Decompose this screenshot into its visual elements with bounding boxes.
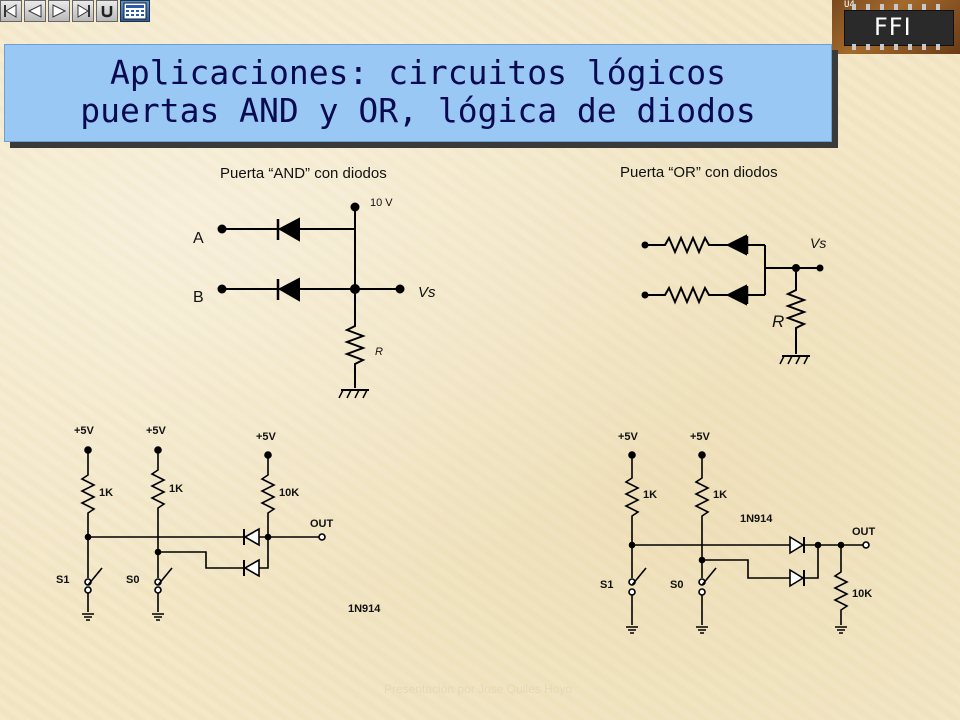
footer-credit: Presentación por Jose Quiles Hoyo — [384, 682, 573, 696]
calculator-button[interactable] — [120, 0, 150, 22]
or-gate-caption: Puerta “OR” con diodos — [620, 164, 778, 181]
return-button[interactable] — [96, 0, 118, 22]
or-gate-diagram — [641, 234, 824, 365]
or-circuit-supply-1: +5V — [618, 431, 639, 443]
and-gate-caption: Puerta “AND” con diodos — [220, 165, 387, 182]
last-slide-icon — [77, 4, 90, 18]
title-banner: Aplicaciones: circuitos lógicos puertas … — [4, 44, 832, 142]
slide-navigation-bar — [0, 0, 150, 24]
next-slide-button[interactable] — [48, 0, 70, 22]
or-circuit-supply-2: +5V — [690, 431, 711, 443]
or-circuit-s0: S0 — [670, 579, 683, 591]
and-circuit-diode: 1N914 — [348, 603, 381, 615]
or-circuit-out: OUT — [852, 526, 876, 538]
and-circuit-r2: 1K — [169, 483, 183, 495]
previous-slide-button[interactable] — [24, 0, 46, 22]
chip-image — [844, 10, 954, 46]
logo-text: FFI — [874, 13, 912, 41]
or-circuit-r3: 10K — [852, 588, 872, 600]
and-circuit-supply-3: +5V — [256, 431, 277, 443]
slide-title-line-1: Aplicaciones: circuitos lógicos — [110, 53, 726, 92]
and-resistor-label: R — [375, 346, 383, 358]
and-practical-circuit — [80, 446, 326, 621]
arrow-left-icon — [27, 4, 42, 18]
and-circuit-out: OUT — [310, 518, 334, 530]
and-circuit-r3: 10K — [279, 487, 299, 499]
last-slide-button[interactable] — [72, 0, 94, 22]
and-gate-diagram — [217, 202, 405, 399]
or-circuit-r1: 1K — [643, 489, 657, 501]
and-circuit-supply-2: +5V — [146, 425, 167, 437]
and-circuit-s0: S0 — [126, 574, 139, 586]
chip-label: U4 — [844, 0, 855, 10]
or-circuit-diode: 1N914 — [740, 513, 773, 525]
arrow-right-icon — [52, 4, 67, 18]
and-circuit-r1: 1K — [99, 487, 113, 499]
and-circuit-supply-1: +5V — [74, 425, 95, 437]
slide-title-line-2: puertas AND y OR, lógica de diodos — [80, 91, 756, 130]
or-circuit-r2: 1K — [713, 489, 727, 501]
first-slide-button[interactable] — [0, 0, 22, 22]
and-input-b-label: B — [193, 289, 204, 306]
first-slide-icon — [4, 4, 17, 18]
and-input-a-label: A — [193, 230, 204, 247]
or-output-label: Vs — [810, 235, 826, 251]
or-resistor-label: R — [772, 312, 784, 331]
and-circuit-s1: S1 — [56, 574, 69, 586]
or-practical-circuit — [624, 451, 870, 634]
or-circuit-s1: S1 — [600, 579, 613, 591]
and-output-label: Vs — [418, 284, 436, 301]
calculator-icon — [123, 2, 147, 20]
and-supply-label: 10 V — [370, 197, 393, 209]
ffi-logo: U4 FFI — [832, 0, 960, 54]
return-icon — [101, 6, 113, 18]
